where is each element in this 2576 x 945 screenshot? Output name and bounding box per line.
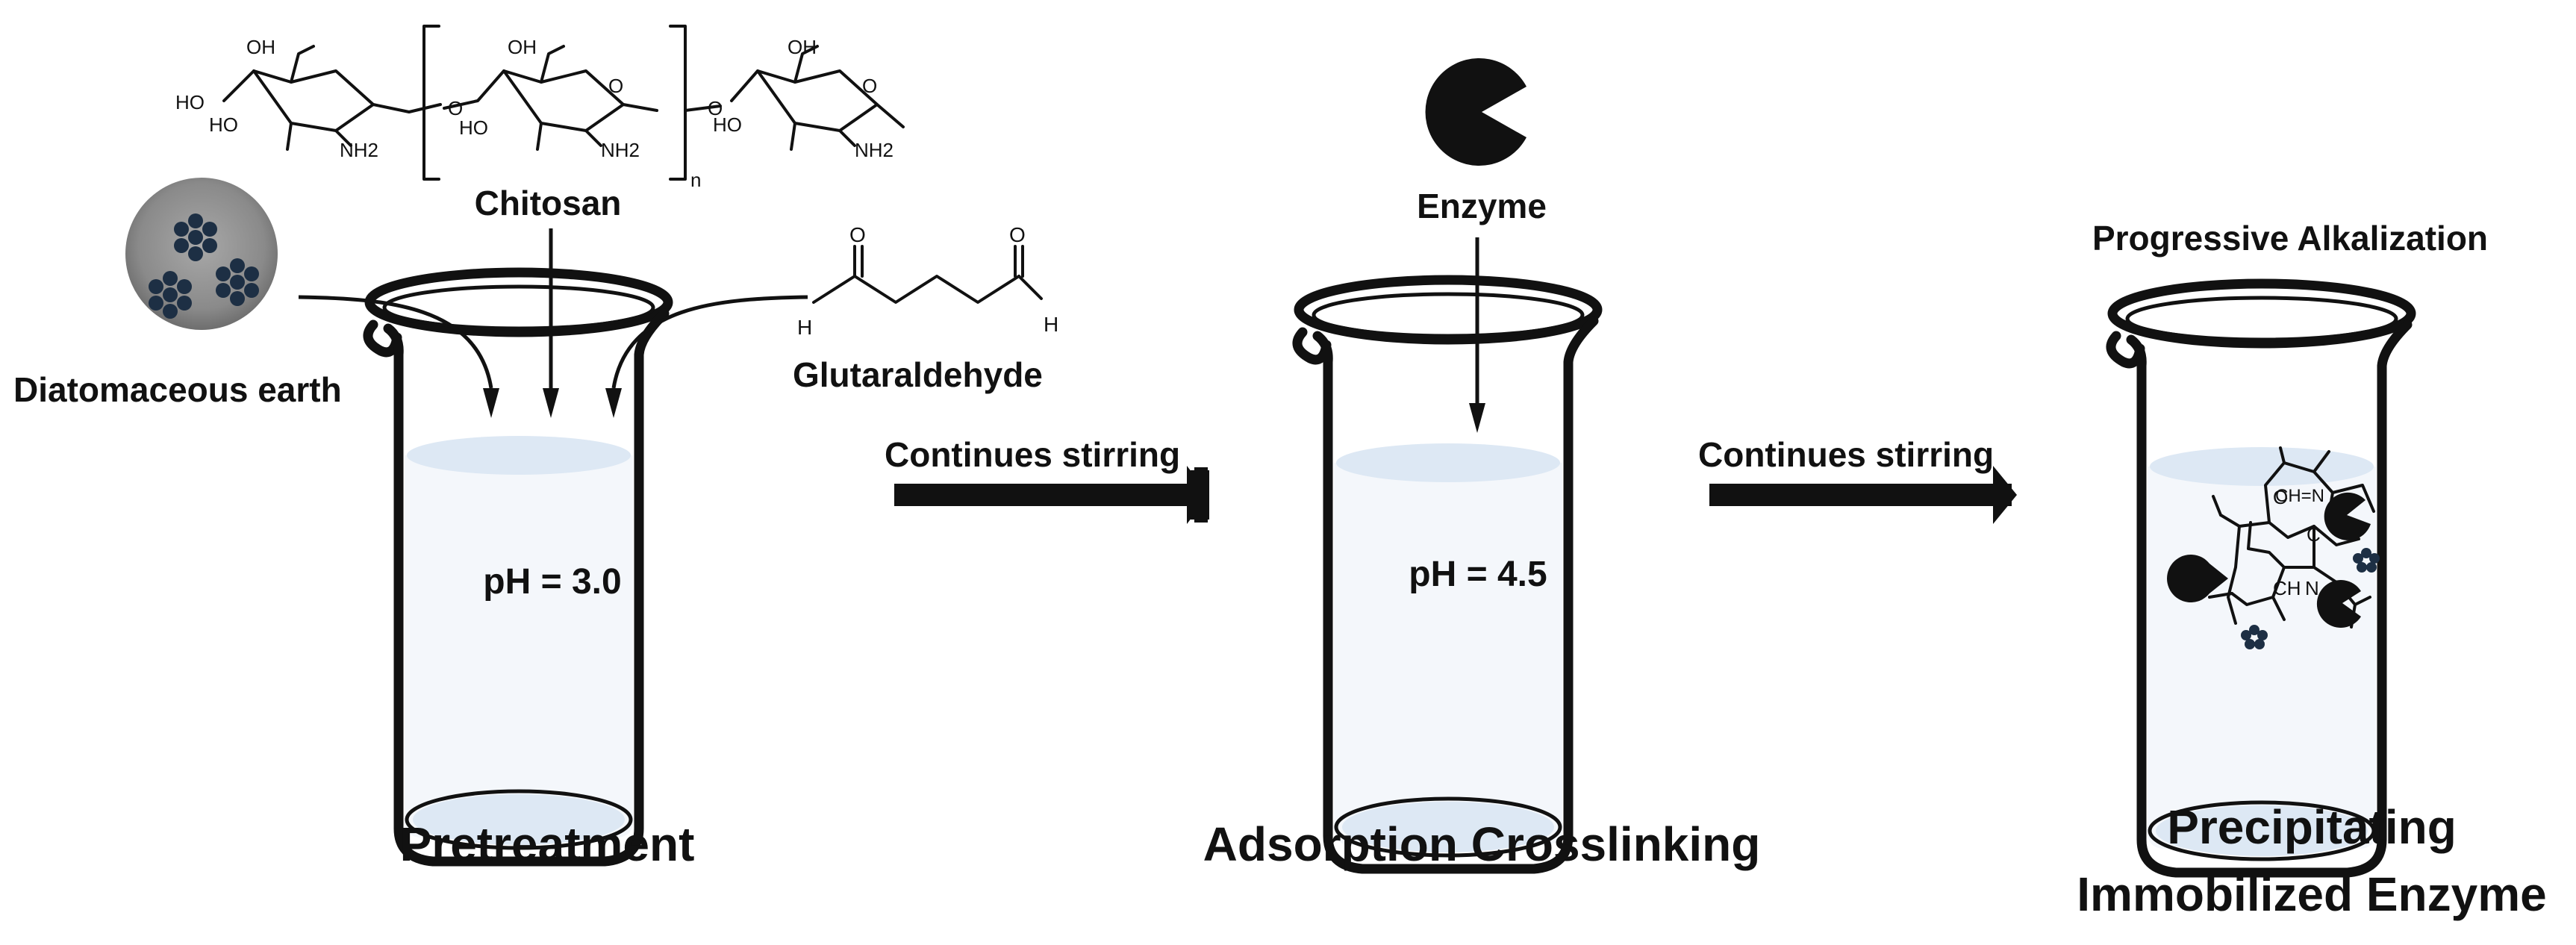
chitosan-label: Chitosan — [475, 184, 622, 222]
oh-label: OH — [788, 36, 817, 58]
stirring-label-2: Continues stirring — [1698, 435, 1994, 474]
diatomaceous-earth-particle — [125, 178, 278, 330]
ho-label: HO — [175, 91, 205, 113]
enzyme-input-arrow — [1469, 237, 1485, 433]
ch-label: CH — [2273, 577, 2301, 599]
arrow-shaft-2 — [1709, 484, 2012, 506]
input-arrows-1 — [298, 228, 808, 418]
enzyme-label: Enzyme — [1417, 187, 1547, 225]
ho-label: HO — [713, 113, 742, 136]
oh-label: OH — [508, 36, 537, 58]
o-label: O — [2273, 486, 2288, 508]
arrow-tip-1 — [1187, 466, 1209, 524]
o-label: O — [1009, 223, 1026, 246]
enzyme-pacman-icon — [1425, 58, 1526, 166]
ho-label: HO — [209, 113, 238, 136]
stage-immobilized-enzyme-label: Immobilized Enzyme — [2077, 867, 2546, 921]
o-label: O — [862, 75, 877, 97]
nh2-label: NH2 — [601, 139, 640, 161]
n-label: N — [2305, 577, 2319, 599]
enzyme-pacman-icon — [2167, 555, 2228, 602]
stage-precipitating-label: Precipitating — [2167, 800, 2457, 854]
o-label: O — [708, 97, 723, 119]
stage-pretreatment-label: Pretreatment — [400, 817, 695, 871]
ch-eq-n-label: CH=N — [2275, 486, 2324, 506]
stirring-label-1: Continues stirring — [885, 435, 1180, 474]
enzyme-pacman-icon — [2324, 492, 2371, 540]
n-subscript: n — [690, 169, 701, 191]
h-label: H — [797, 316, 812, 339]
arrow-tip-2 — [1993, 466, 2017, 524]
crosslinked-network: O C . CH N CH=N CH=N — [2167, 446, 2380, 649]
nh2-label: NH2 — [855, 139, 894, 161]
o-label: O — [608, 75, 623, 97]
h-label: H — [1044, 313, 1058, 336]
ph-value-2: pH = 4.5 — [1409, 555, 1547, 594]
nh2-label: NH2 — [340, 139, 378, 161]
ho-label: HO — [459, 116, 488, 139]
enzyme-pacman-icon — [2316, 580, 2361, 629]
o-label: O — [448, 97, 463, 119]
progressive-alkalization-label: Progressive Alkalization — [2092, 219, 2488, 258]
c-label: C — [2307, 523, 2321, 546]
chitosan-structure: OH HO HO NH2 O OH HO NH2 O n O OH HO NH2… — [175, 25, 905, 191]
beaker-precipitating — [2111, 284, 2411, 873]
stage-adsorption-crosslinking-label: Adsorption Crosslinking — [1203, 817, 1761, 871]
ph-value-1: pH = 3.0 — [483, 562, 621, 602]
diatomaceous-earth-label: Diatomaceous earth — [13, 370, 342, 409]
glutaraldehyde-label: Glutaraldehyde — [793, 355, 1043, 394]
oh-label: OH — [246, 36, 275, 58]
glutaraldehyde-structure — [812, 245, 1043, 304]
arrow-right-1 — [894, 467, 1209, 523]
o-label: O — [849, 223, 866, 246]
